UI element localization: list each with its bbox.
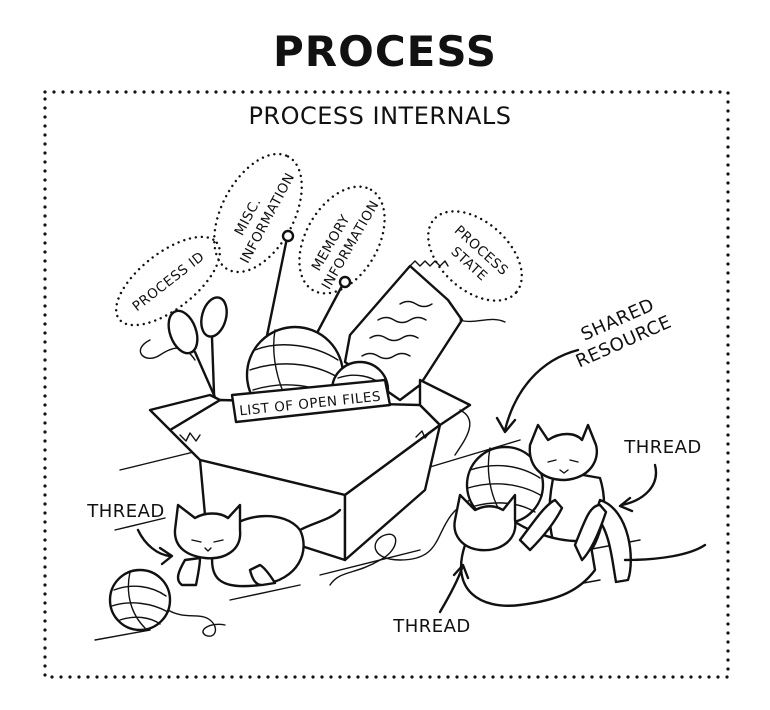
thread-arrow-right — [620, 463, 658, 507]
thread-arrowhead-right — [618, 496, 634, 513]
thread-arrowhead-bottom — [452, 563, 470, 580]
thread-arrow-bottom — [438, 566, 464, 614]
yarn-tail-left — [167, 609, 226, 637]
cardboard-box — [148, 378, 472, 562]
thread-arrowhead-left — [158, 546, 174, 566]
process-id-label: PROCESS ID — [129, 249, 207, 315]
thread-label-right: THREAD — [623, 437, 702, 458]
bubble-misc-information: MISC. INFORMATION — [213, 152, 303, 274]
thread-arrow-left — [136, 528, 172, 558]
shared-yarn-strand — [329, 499, 471, 586]
process-internals-label: PROCESS INTERNALS — [248, 102, 511, 130]
scissors — [167, 296, 228, 422]
thread-label-bottom: THREAD — [392, 616, 471, 637]
shared-resource-arrow — [503, 348, 580, 432]
process-boundary — [43, 90, 730, 679]
shared-resource-arrowhead — [495, 416, 517, 434]
yarn-ball-left — [108, 568, 172, 632]
cat-thread-lying — [453, 493, 608, 607]
cat-thread-left — [173, 503, 342, 588]
thread-label-left: THREAD — [86, 501, 165, 522]
floor-lines — [94, 439, 641, 641]
diagram-title: PROCESS — [273, 27, 497, 76]
